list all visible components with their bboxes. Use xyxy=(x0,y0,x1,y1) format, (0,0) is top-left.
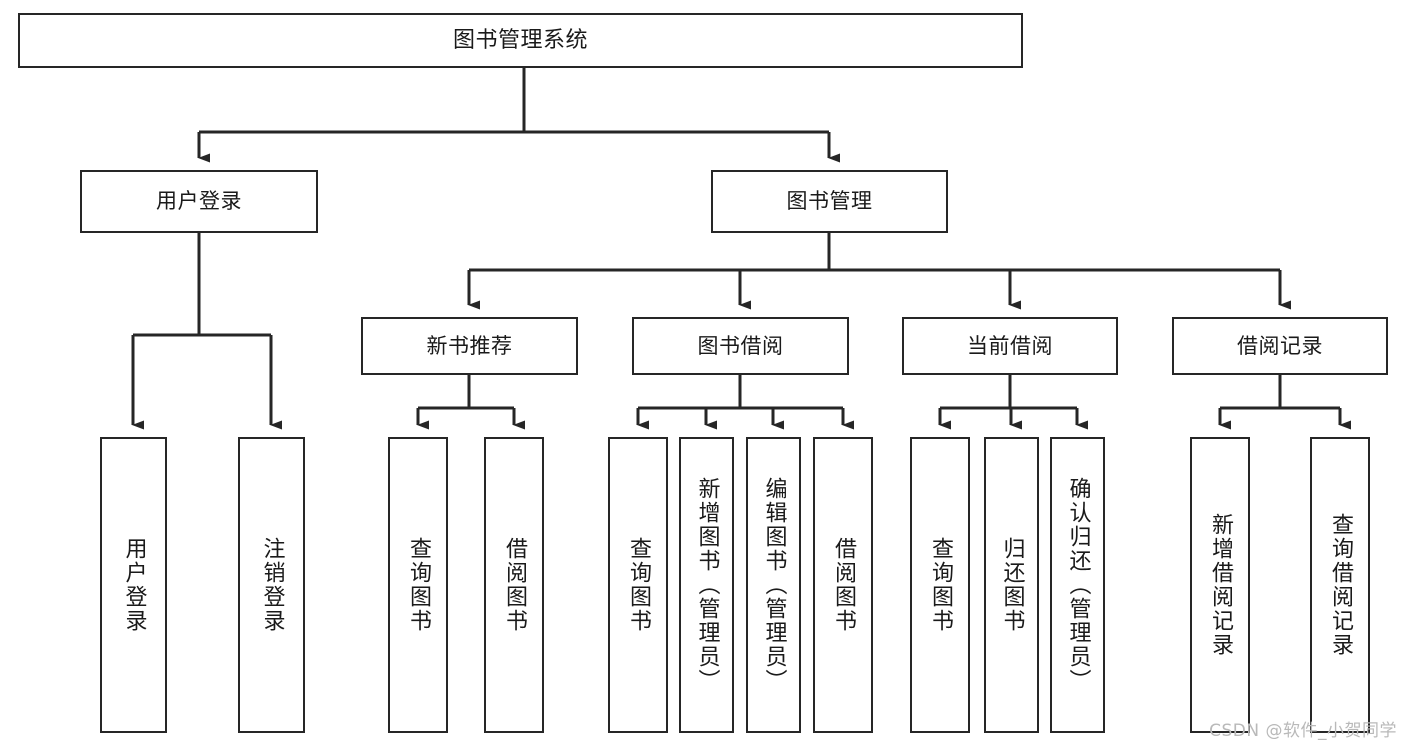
node-user-login[interactable]: 用户登录 xyxy=(80,170,318,233)
node-book-manage-label: 图书管理 xyxy=(786,189,873,214)
node-leaf-confirm-return-label: 确认归还（管理员） xyxy=(1065,477,1091,693)
node-leaf-borrow-book-2[interactable]: 借阅图书 xyxy=(813,437,873,733)
node-new-book-rec-label: 新书推荐 xyxy=(426,333,513,358)
node-leaf-add-book-label: 新增图书（管理员） xyxy=(694,477,720,693)
node-leaf-user-login-label: 用户登录 xyxy=(121,537,147,633)
node-borrow-record-label: 借阅记录 xyxy=(1237,333,1323,358)
node-leaf-query-book-2-label: 查询图书 xyxy=(626,537,651,633)
node-book-manage[interactable]: 图书管理 xyxy=(711,170,948,233)
node-leaf-add-record-label: 新增借阅记录 xyxy=(1208,513,1233,657)
node-leaf-return-book-label: 归还图书 xyxy=(999,537,1025,633)
node-leaf-query-book-2[interactable]: 查询图书 xyxy=(608,437,668,733)
node-root[interactable]: 图书管理系统 xyxy=(18,13,1023,68)
node-borrow-record[interactable]: 借阅记录 xyxy=(1172,317,1388,375)
node-leaf-query-book-3-label: 查询图书 xyxy=(928,537,953,633)
node-book-borrow[interactable]: 图书借阅 xyxy=(632,317,849,375)
node-leaf-query-book-1[interactable]: 查询图书 xyxy=(388,437,448,733)
node-leaf-user-logout-label: 注销登录 xyxy=(259,537,285,633)
node-leaf-edit-book-label: 编辑图书（管理员） xyxy=(761,477,787,693)
node-current-borrow-label: 当前借阅 xyxy=(967,333,1053,358)
node-leaf-query-record-label: 查询借阅记录 xyxy=(1328,513,1353,657)
node-leaf-edit-book[interactable]: 编辑图书（管理员） xyxy=(746,437,801,733)
node-leaf-add-record[interactable]: 新增借阅记录 xyxy=(1190,437,1250,733)
node-root-label: 图书管理系统 xyxy=(452,27,588,53)
node-leaf-confirm-return[interactable]: 确认归还（管理员） xyxy=(1050,437,1105,733)
node-leaf-add-book[interactable]: 新增图书（管理员） xyxy=(679,437,734,733)
node-new-book-rec[interactable]: 新书推荐 xyxy=(361,317,578,375)
node-leaf-user-login[interactable]: 用户登录 xyxy=(100,437,167,733)
node-leaf-borrow-book-1-label: 借阅图书 xyxy=(502,537,527,633)
node-leaf-query-record[interactable]: 查询借阅记录 xyxy=(1310,437,1370,733)
node-current-borrow[interactable]: 当前借阅 xyxy=(902,317,1118,375)
node-user-login-label: 用户登录 xyxy=(156,189,242,214)
node-leaf-return-book[interactable]: 归还图书 xyxy=(984,437,1039,733)
node-leaf-borrow-book-2-label: 借阅图书 xyxy=(831,537,856,633)
node-book-borrow-label: 图书借阅 xyxy=(697,333,784,358)
node-leaf-user-logout[interactable]: 注销登录 xyxy=(238,437,305,733)
node-leaf-query-book-3[interactable]: 查询图书 xyxy=(910,437,970,733)
node-leaf-borrow-book-1[interactable]: 借阅图书 xyxy=(484,437,544,733)
node-leaf-query-book-1-label: 查询图书 xyxy=(406,537,431,633)
